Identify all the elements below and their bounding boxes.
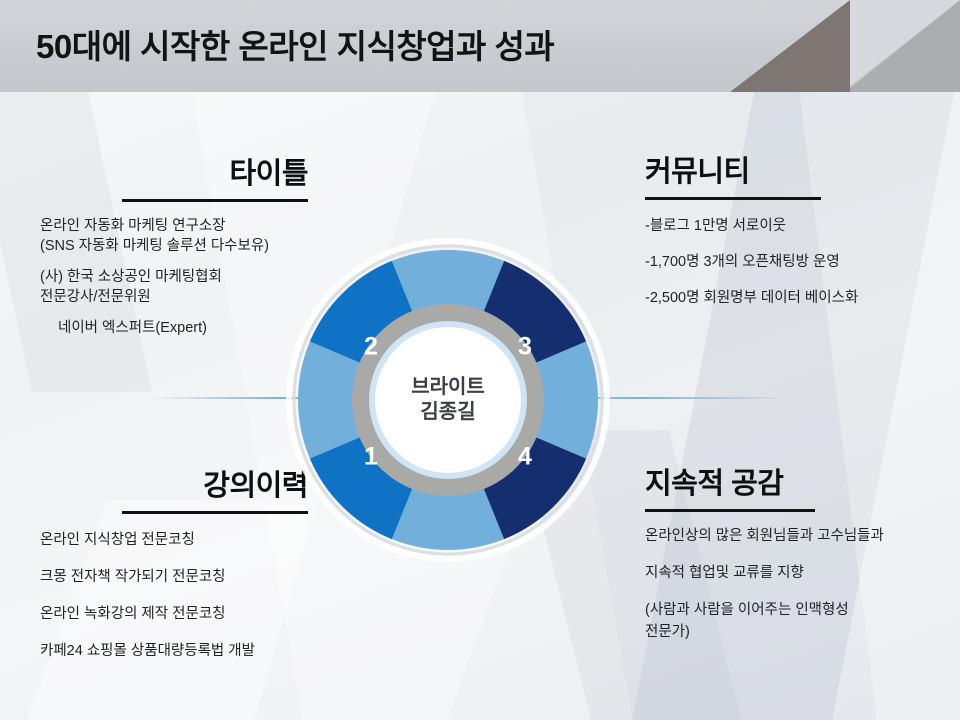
body-line: -2,500명 회원명부 데이터 베이스화: [645, 290, 859, 306]
body-line: -1,700명 3개의 오픈채팅방 운영: [645, 254, 840, 270]
center-name-line1: 브라이트: [411, 376, 485, 398]
quadrant-top-right: 커뮤니티 -블로그 1만명 서로이웃 -1,700명 3개의 오픈채팅방 운영 …: [645, 158, 945, 324]
diagram-center-label: 브라이트 김종길: [373, 375, 523, 425]
quadrant-top-right-heading: 커뮤니티: [645, 156, 750, 188]
quadrant-top-left-rule: [122, 199, 308, 202]
quadrant-bottom-right-heading: 지속적 공감: [645, 468, 784, 500]
quadrant-bottom-right-rule: [645, 509, 815, 512]
quadrant-bottom-left-heading: 강의이력: [203, 470, 308, 502]
quadrant-top-left: 타이틀 온라인 자동화 마케팅 연구소장 (SNS 자동화 마케팅 솔루션 다수…: [18, 160, 330, 349]
segment-label-2: 2: [364, 333, 378, 361]
body-line: 온라인상의 많은 회원님들과 고수님들과: [645, 528, 884, 544]
text-block: (사) 한국 소상공인 마케팅협회 전문강사/전문위원: [40, 267, 330, 307]
body-line: 온라인 녹화강의 제작 전문코칭: [40, 606, 226, 622]
segment-3-arc: [483, 260, 587, 363]
segment-2-arc: [309, 260, 413, 363]
quadrant-bottom-right: 지속적 공감 온라인상의 많은 회원님들과 고수님들과 지속적 협업및 교류를 …: [645, 470, 955, 659]
circular-diagram: 2 1 3 4 브라이트 김종길: [286, 238, 610, 562]
quadrant-bottom-left: 강의이력 온라인 지식창업 전문코칭 크몽 전자책 작가되기 전문코칭 온라인 …: [18, 472, 330, 678]
header-accent-mid: [845, 0, 960, 92]
segment-4-arc: [483, 437, 587, 540]
segment-label-1: 1: [364, 443, 378, 471]
body-line: 크몽 전자책 작가되기 전문코칭: [40, 569, 226, 585]
body-line: 온라인 자동화 마케팅 연구소장: [40, 218, 226, 234]
quadrant-top-left-heading: 타이틀: [229, 158, 308, 190]
title-bar: 50대에 시작한 온라인 지식창업과 성과: [0, 0, 960, 92]
segment-1-arc: [309, 437, 413, 540]
body-line: -블로그 1만명 서로이웃: [645, 218, 787, 234]
page-title: 50대에 시작한 온라인 지식창업과 성과: [36, 28, 555, 65]
quadrant-bottom-left-body: 온라인 지식창업 전문코칭 크몽 전자책 작가되기 전문코칭 온라인 녹화강의 …: [18, 530, 330, 661]
segment-label-3: 3: [518, 333, 532, 361]
body-line: 전문강사/전문위원: [40, 289, 151, 305]
segment-label-4: 4: [518, 443, 532, 471]
body-line: 카페24 쇼핑몰 상품대량등록법 개발: [40, 643, 255, 659]
body-line: 지속적 협업및 교류를 지향: [645, 565, 804, 581]
quadrant-bottom-right-body: 온라인상의 많은 회원님들과 고수님들과 지속적 협업및 교류를 지향 (사람과…: [645, 526, 955, 642]
text-block: 네이버 엑스퍼트(Expert): [40, 318, 330, 338]
quadrant-top-left-body: 온라인 자동화 마케팅 연구소장 (SNS 자동화 마케팅 솔루션 다수보유) …: [18, 216, 330, 338]
quadrant-bottom-left-rule: [122, 511, 308, 514]
body-line: (사람과 사람을 이어주는 인맥형성: [645, 602, 849, 618]
quadrant-top-right-body: -블로그 1만명 서로이웃 -1,700명 3개의 오픈채팅방 운영 -2,50…: [645, 216, 945, 308]
text-block: 온라인 자동화 마케팅 연구소장 (SNS 자동화 마케팅 솔루션 다수보유): [40, 216, 330, 256]
body-line: 전문가): [645, 624, 690, 640]
body-line: 온라인 지식창업 전문코칭: [40, 532, 195, 548]
header-accent-dark: [730, 0, 850, 92]
body-line: 네이버 엑스퍼트(Expert): [58, 320, 207, 336]
connector-line-right: [490, 397, 790, 399]
center-name-line2: 김종길: [420, 401, 476, 423]
body-line: (사) 한국 소상공인 마케팅협회: [40, 269, 222, 285]
connector-line-left: [150, 397, 410, 399]
quadrant-top-right-rule: [645, 197, 821, 200]
body-line: (SNS 자동화 마케팅 솔루션 다수보유): [40, 238, 270, 254]
